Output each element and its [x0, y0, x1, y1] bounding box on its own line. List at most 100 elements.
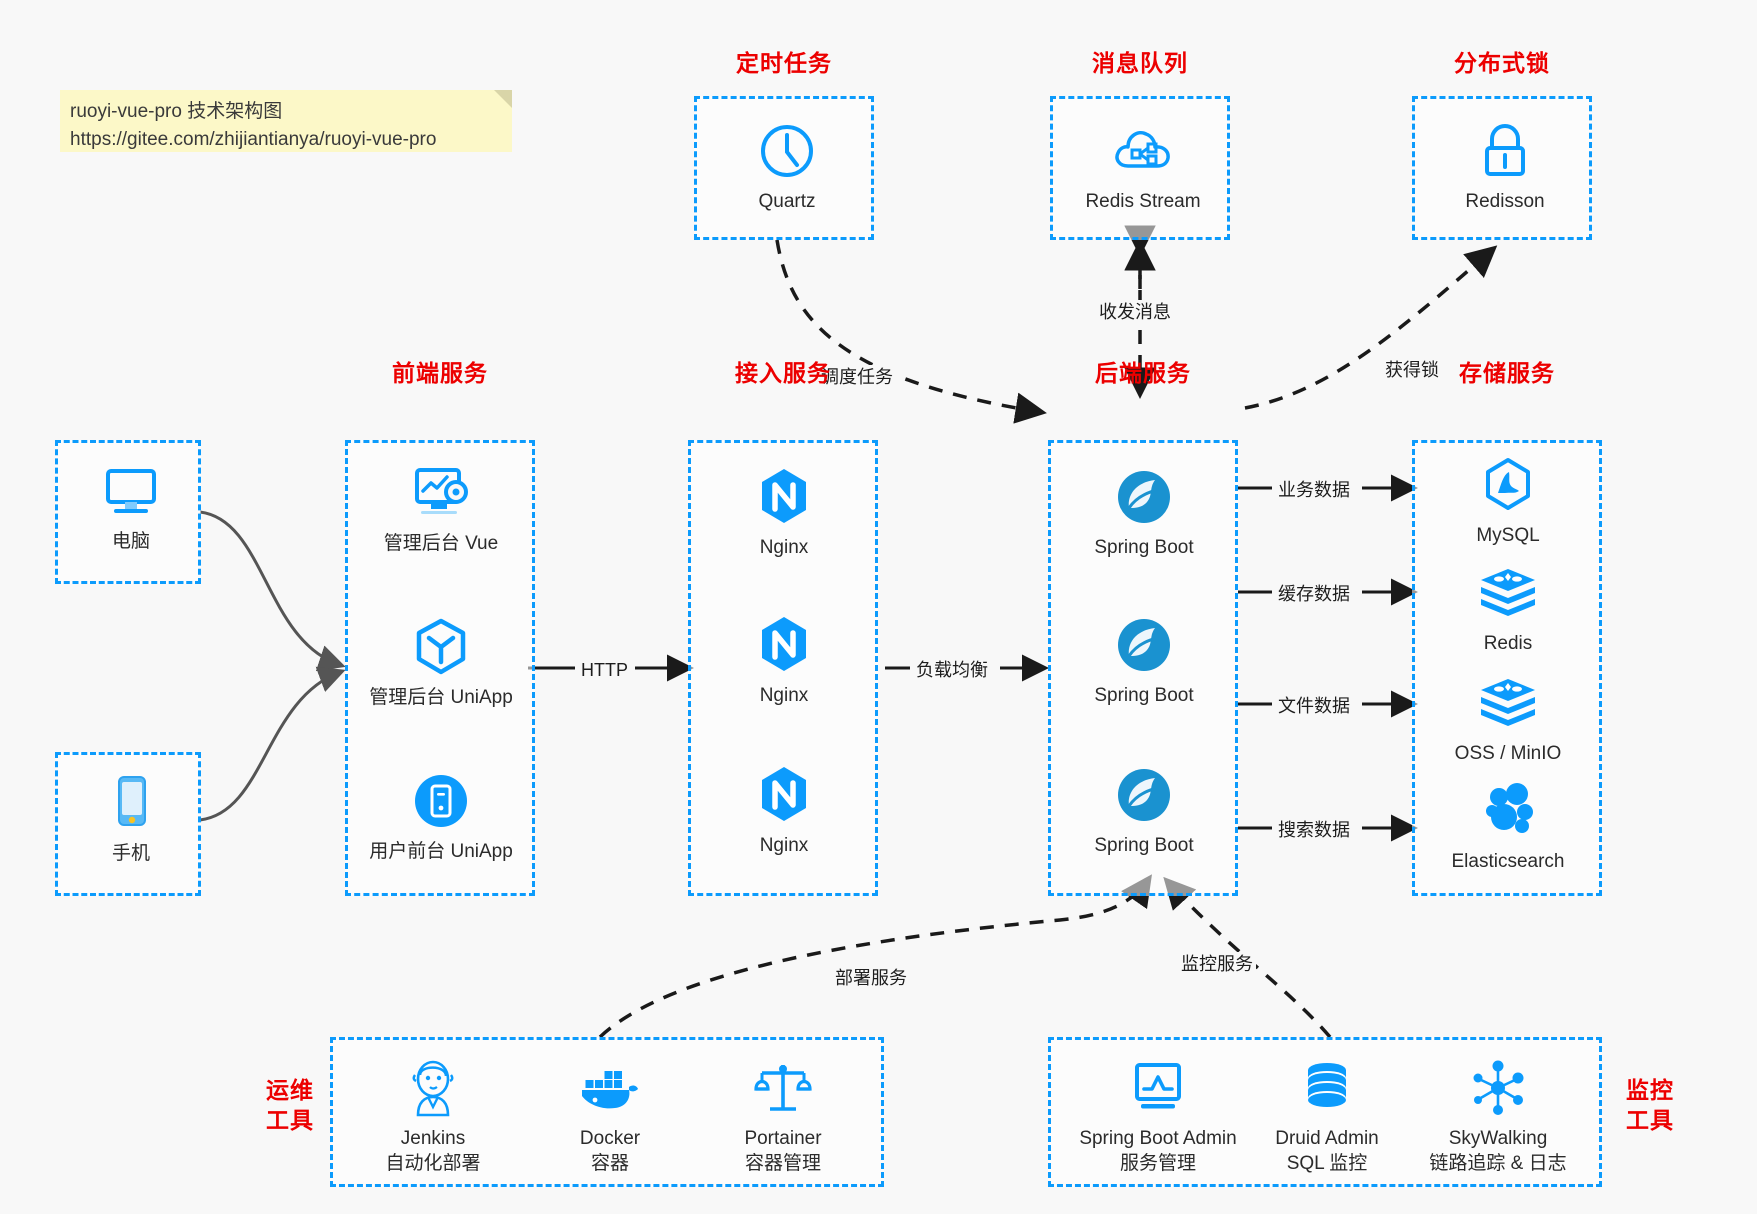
group-box-scheduler: Quartz: [694, 96, 874, 240]
group-box-client-desktop: 电脑: [55, 440, 201, 584]
group-title-devops-line1: 运维: [266, 1077, 314, 1103]
node-label: Nginx: [759, 537, 809, 558]
node-admin-vue[interactable]: 管理后台 Vue: [361, 461, 521, 556]
group-title-monitor-line1: 监控: [1626, 1077, 1674, 1103]
group-title-devops-line2: 工具: [266, 1107, 314, 1133]
node-druid-admin[interactable]: Druid Admin SQL 监控: [1247, 1056, 1407, 1176]
node-jenkins[interactable]: Jenkins 自动化部署: [353, 1056, 513, 1176]
node-nginx-3[interactable]: Nginx: [704, 763, 864, 858]
clock-icon: [707, 119, 867, 183]
node-label: Spring Boot Admin: [1079, 1128, 1237, 1149]
note-fold-icon: [494, 90, 512, 108]
group-title-scheduler: 定时任务: [736, 50, 832, 76]
node-label: Redis Stream: [1085, 191, 1201, 212]
docker-icon: [530, 1056, 690, 1120]
mysql-icon: [1428, 453, 1588, 517]
node-label: Elasticsearch: [1451, 851, 1565, 872]
edge-label-file: 文件数据: [1275, 694, 1353, 718]
nginx-icon: [704, 613, 864, 677]
node-nginx-2[interactable]: Nginx: [704, 613, 864, 708]
node-redisson[interactable]: Redisson: [1425, 119, 1585, 214]
node-portainer[interactable]: Portainer 容器管理: [703, 1056, 863, 1176]
node-oss-minio[interactable]: OSS / MinIO: [1428, 671, 1588, 766]
nginx-icon: [704, 465, 864, 529]
group-title-mq: 消息队列: [1092, 50, 1188, 76]
group-box-mq: Redis Stream: [1050, 96, 1230, 240]
group-box-frontend: 管理后台 Vue 管理后台 UniApp 用户前台 UniApp: [345, 440, 535, 896]
node-sublabel: 容器管理: [744, 1153, 821, 1174]
group-box-gateway: Nginx Nginx Nginx: [688, 440, 878, 896]
edge-label-cache: 缓存数据: [1275, 582, 1353, 606]
group-title-frontend: 前端服务: [392, 360, 488, 386]
node-elasticsearch[interactable]: Elasticsearch: [1428, 779, 1588, 874]
node-sublabel: 服务管理: [1119, 1153, 1196, 1174]
nginx-icon: [704, 763, 864, 827]
cube-icon: [361, 615, 521, 679]
node-label: Redis: [1483, 633, 1533, 654]
node-mysql[interactable]: MySQL: [1428, 453, 1588, 548]
edge-label-getlock: 获得锁: [1382, 358, 1442, 382]
node-mobile[interactable]: 手机: [51, 771, 211, 866]
node-user-uniapp[interactable]: 用户前台 UniApp: [361, 769, 521, 864]
mobile-icon: [51, 771, 211, 835]
node-spring-boot-1[interactable]: Spring Boot: [1064, 465, 1224, 560]
group-box-lock: Redisson: [1412, 96, 1592, 240]
node-label: 电脑: [111, 531, 150, 552]
node-spring-boot-admin[interactable]: Spring Boot Admin 服务管理: [1063, 1056, 1253, 1176]
edge-label-lb: 负载均衡: [913, 658, 991, 682]
node-redis-stream[interactable]: Redis Stream: [1063, 119, 1223, 214]
node-label: 用户前台 UniApp: [369, 841, 513, 862]
lock-icon: [1425, 119, 1585, 183]
node-label: Spring Boot: [1094, 835, 1194, 856]
node-skywalking[interactable]: SkyWalking 链路追踪 & 日志: [1403, 1056, 1593, 1176]
edge-label-deploy: 部署服务: [832, 966, 910, 990]
elasticsearch-icon: [1428, 779, 1588, 843]
node-spring-boot-2[interactable]: Spring Boot: [1064, 613, 1224, 708]
cloud-stream-icon: [1063, 119, 1223, 183]
node-quartz[interactable]: Quartz: [707, 119, 867, 214]
group-title-backend: 后端服务: [1095, 360, 1191, 386]
node-spring-boot-3[interactable]: Spring Boot: [1064, 763, 1224, 858]
node-label: Druid Admin: [1275, 1128, 1379, 1149]
group-box-backend: Spring Boot Spring Boot Spring Boot: [1048, 440, 1238, 896]
node-label: MySQL: [1476, 525, 1540, 546]
database-icon: [1247, 1056, 1407, 1120]
node-admin-uniapp[interactable]: 管理后台 UniApp: [361, 615, 521, 710]
group-box-devops: Jenkins 自动化部署: [330, 1037, 884, 1187]
dashboard-icon: [361, 461, 521, 525]
title-note: ruoyi-vue-pro 技术架构图 https://gitee.com/zh…: [60, 90, 512, 152]
node-desktop[interactable]: 电脑: [51, 459, 211, 554]
group-box-storage: MySQL Redis: [1412, 440, 1602, 896]
node-label: OSS / MinIO: [1454, 743, 1562, 764]
node-label: Redisson: [1465, 191, 1545, 212]
group-box-client-mobile: 手机: [55, 752, 201, 896]
skywalking-icon: [1403, 1056, 1593, 1120]
edge-label-biz: 业务数据: [1275, 478, 1353, 502]
edge-label-message: 收发消息: [1096, 300, 1174, 324]
node-label: Nginx: [759, 685, 809, 706]
node-nginx-1[interactable]: Nginx: [704, 465, 864, 560]
group-title-monitor: 监控 工具: [1615, 1075, 1685, 1135]
node-label: Docker: [579, 1128, 641, 1149]
edge-label-monitor: 监控服务: [1178, 952, 1256, 976]
node-redis[interactable]: Redis: [1428, 561, 1588, 656]
node-docker[interactable]: Docker 容器: [530, 1056, 690, 1176]
node-label: Portainer: [744, 1128, 822, 1149]
node-label: 管理后台 UniApp: [369, 687, 513, 708]
node-label: SkyWalking: [1448, 1128, 1548, 1149]
node-sublabel: 链路追踪 & 日志: [1429, 1153, 1567, 1174]
edge-label-http: HTTP: [578, 658, 631, 682]
node-label: Spring Boot: [1094, 537, 1194, 558]
jenkins-icon: [353, 1056, 513, 1120]
edge-label-search: 搜索数据: [1275, 818, 1353, 842]
note-line-1: ruoyi-vue-pro 技术架构图: [70, 101, 283, 122]
node-sublabel: SQL 监控: [1286, 1153, 1368, 1174]
group-title-monitor-line2: 工具: [1626, 1107, 1674, 1133]
group-title-devops: 运维 工具: [255, 1075, 325, 1135]
node-label: 管理后台 Vue: [383, 533, 499, 554]
node-sublabel: 自动化部署: [385, 1153, 481, 1174]
spring-icon: [1064, 763, 1224, 827]
desktop-icon: [51, 459, 211, 523]
edge-label-schedule: 调度任务: [818, 365, 896, 389]
